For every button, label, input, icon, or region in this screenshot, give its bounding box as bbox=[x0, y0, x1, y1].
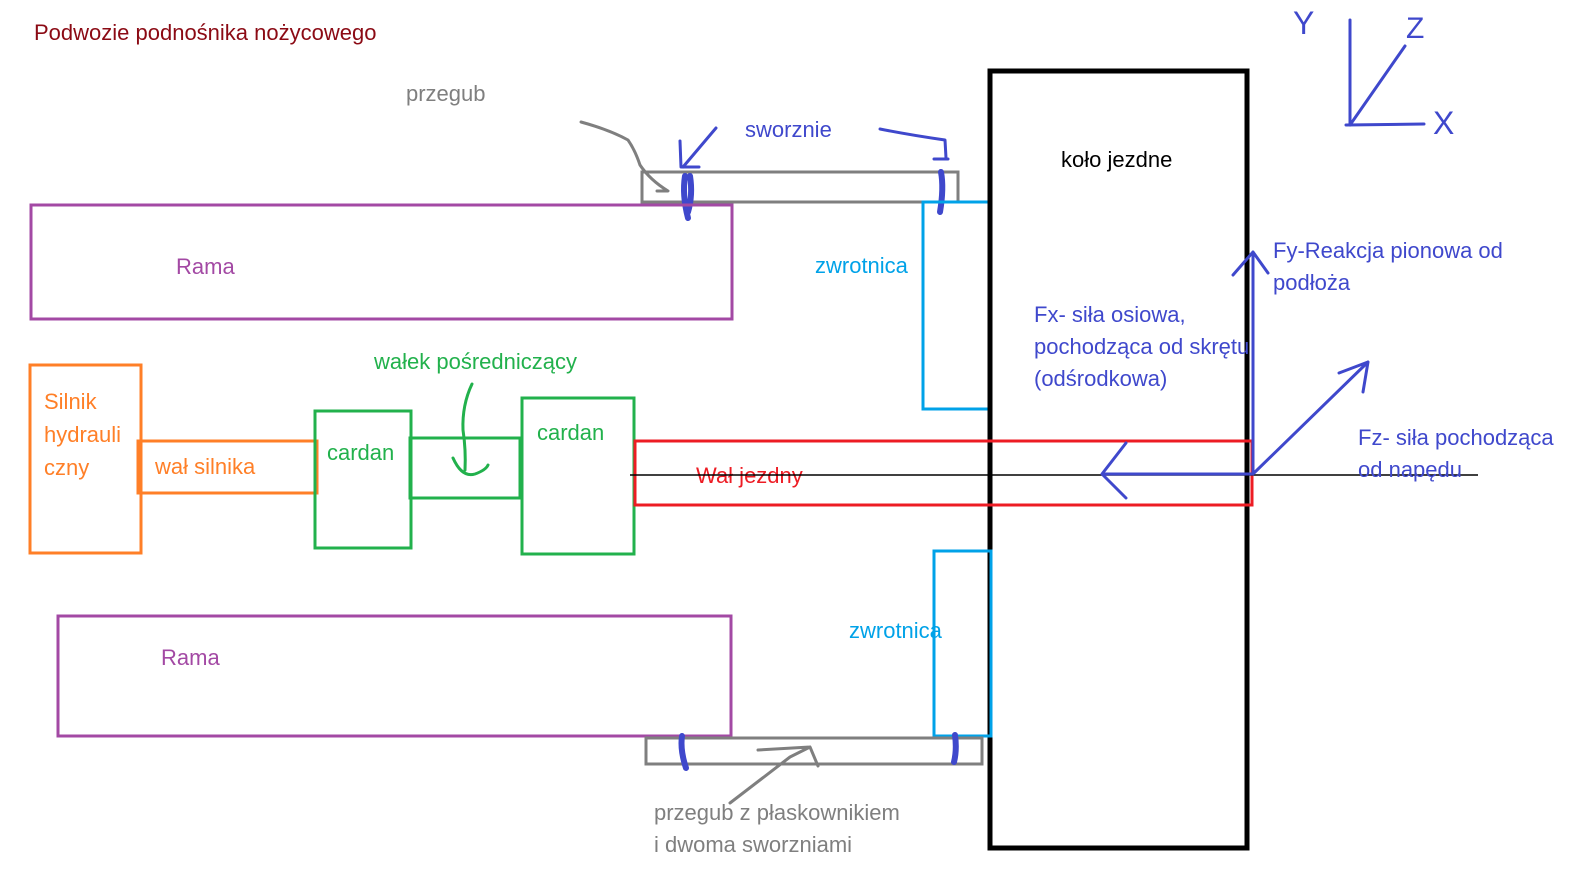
label-kolo-jezdne: koło jezdne bbox=[1061, 147, 1172, 172]
z-axis-line bbox=[1348, 44, 1407, 127]
label-fz-line-1: Fz- siła pochodząca bbox=[1358, 425, 1554, 450]
axis-label-z: Z bbox=[1406, 12, 1424, 45]
label-fy-line-2: podłoża bbox=[1273, 270, 1351, 295]
label-silnik-line-2: hydrauli bbox=[44, 422, 121, 447]
pin-top-right bbox=[937, 169, 946, 215]
hydraulic-motor bbox=[28, 363, 143, 555]
knuckle-bottom bbox=[932, 549, 993, 738]
label-fx-line-2: pochodząca od skrętu bbox=[1034, 334, 1249, 359]
label-rama-bottom: Rama bbox=[161, 645, 220, 670]
label-silnik-line-1: Silnik bbox=[44, 389, 98, 414]
sworzen-arrow-left bbox=[678, 126, 718, 169]
label-fx-line-1: Fx- siła osiowa, bbox=[1034, 302, 1186, 327]
label-fz-line-2: od napędu bbox=[1358, 457, 1462, 482]
przegub-arrow bbox=[579, 120, 670, 193]
coordinate-axes-icon: Y Z X bbox=[1293, 5, 1454, 141]
label-rama-top: Rama bbox=[176, 254, 235, 279]
joint-bar-bottom bbox=[644, 736, 984, 766]
label-cardan-left: cardan bbox=[327, 440, 394, 465]
label-zwrotnica-top: zwrotnica bbox=[815, 253, 909, 278]
label-fx-line-3: (odśrodkowa) bbox=[1034, 366, 1167, 391]
label-fy-line-1: Fy-Reakcja pionowa od bbox=[1273, 238, 1503, 263]
label-wal-silnika: wał silnika bbox=[154, 454, 256, 479]
x-axis-line bbox=[1344, 122, 1426, 127]
pin-top-left bbox=[681, 173, 695, 221]
label-silnik-line-3: czny bbox=[44, 455, 89, 480]
force-fy-arrow bbox=[1231, 250, 1270, 476]
joint-bar-top bbox=[640, 170, 960, 204]
pin-bottom-right bbox=[951, 732, 959, 765]
intermediate-shaft-arrow bbox=[451, 382, 490, 477]
frame-top bbox=[29, 203, 734, 321]
pin-bottom-left bbox=[678, 733, 689, 771]
label-sworznie: sworznie bbox=[745, 117, 832, 142]
force-fx-arrow bbox=[1100, 441, 1254, 500]
label-przegub-plaskownik-line-2: i dwoma sworzniami bbox=[654, 832, 852, 857]
knuckle-top bbox=[921, 200, 992, 411]
frame-bottom bbox=[56, 614, 733, 738]
label-cardan-right: cardan bbox=[537, 420, 604, 445]
cardan-left bbox=[313, 409, 413, 550]
axis-label-y: Y bbox=[1293, 5, 1314, 41]
label-zwrotnica-bottom: zwrotnica bbox=[849, 618, 943, 643]
diagram-title: Podwozie podnośnika nożycowego bbox=[34, 20, 376, 45]
wheel bbox=[987, 68, 1250, 851]
force-fz-arrow bbox=[1252, 360, 1370, 475]
label-walek-posredniczacy: wałek pośredniczący bbox=[373, 349, 577, 374]
motor-shaft bbox=[136, 439, 319, 495]
sworzen-arrow-right bbox=[878, 127, 950, 161]
label-przegub: przegub bbox=[406, 81, 486, 106]
label-przegub-plaskownik-line-1: przegub z płaskownikiem bbox=[654, 800, 900, 825]
axis-label-x: X bbox=[1433, 105, 1454, 141]
przegub-plaskownik-arrow bbox=[728, 745, 820, 805]
